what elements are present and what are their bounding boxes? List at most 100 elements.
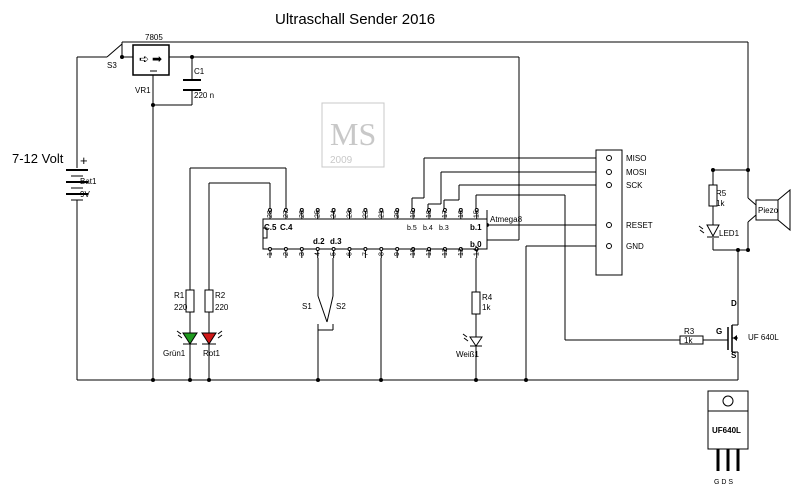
r5-value: 1k <box>716 199 725 208</box>
led-green-label: Grün1 <box>163 349 186 358</box>
chip-pin-pad <box>474 247 479 251</box>
watermark-letters: MS <box>330 116 376 152</box>
regulator-part: 7805 <box>145 33 163 42</box>
port-b0: b.0 <box>470 240 482 249</box>
chip-pin-pad <box>315 247 320 251</box>
ms-watermark: MS 2009 <box>321 102 385 168</box>
mosfet-part: UF 640L <box>748 333 779 342</box>
chip-pin-pad <box>283 208 288 212</box>
isp-pins <box>606 155 612 249</box>
battery-value: 9V <box>80 190 90 199</box>
port-b3: b.3 <box>439 225 449 232</box>
chip-pin-number: 23 <box>347 210 354 218</box>
chip-pin-pad <box>283 247 288 251</box>
svg-text:➪: ➪ <box>139 52 149 66</box>
isp-connector <box>595 149 623 276</box>
chip-pin-pad <box>379 208 384 212</box>
chip-pin-number: 9 <box>394 252 401 256</box>
r3-name: R3 <box>684 327 695 336</box>
regulator-name: VR1 <box>135 86 151 95</box>
chip-pin-pad <box>458 208 463 212</box>
chip-pin-pad <box>395 247 400 251</box>
chip-pin-pad <box>363 208 368 212</box>
chip-pin-number: 17 <box>442 210 449 218</box>
chip-pin-number: 22 <box>362 210 369 218</box>
battery-name: Bat1 <box>80 177 97 186</box>
chip-pin-number: 8 <box>378 252 385 256</box>
led-1 <box>698 224 720 238</box>
chip-pin-number: 16 <box>458 210 465 218</box>
port-b4: b.4 <box>423 225 433 232</box>
chip-pin-pad <box>474 208 479 212</box>
r2-name: R2 <box>215 291 226 300</box>
isp-reset: RESET <box>626 221 653 230</box>
chip-pin-number: 24 <box>331 210 338 218</box>
r3-value: 1k <box>684 336 693 345</box>
chip-pin-number: 4 <box>315 252 322 256</box>
chip-pin-pad <box>427 247 431 251</box>
piezo-label: Piezo <box>758 206 779 215</box>
port-c4: C.4 <box>280 223 293 232</box>
resistor-r1 <box>185 289 195 313</box>
led-red-label: Rot1 <box>203 349 220 358</box>
mosfet-symbol <box>727 324 738 353</box>
chip-pin-pad <box>411 208 416 212</box>
chip-pin-pad <box>363 247 368 251</box>
junction-dots <box>120 55 750 382</box>
chip-pin-number: 21 <box>378 210 385 218</box>
resistor-r4 <box>471 291 481 315</box>
switch-s3-label: S3 <box>107 61 117 70</box>
chip-pin-number: 18 <box>426 210 433 218</box>
port-c5: C.5 <box>264 223 277 232</box>
chip-pin-number: 25 <box>315 210 322 218</box>
chip-pin-number: 11 <box>426 249 433 256</box>
watermark-year: 2009 <box>330 155 353 166</box>
chip-pin-pad <box>331 247 336 251</box>
resistor-r2 <box>204 289 214 313</box>
r1-value: 220 <box>174 303 188 312</box>
led-white-label: Weiß1 <box>456 350 480 359</box>
isp-sck: SCK <box>626 181 643 190</box>
capacitor-name: C1 <box>194 67 205 76</box>
chip-pin-number: 20 <box>394 210 401 218</box>
capacitor-value: 220 n <box>194 91 214 100</box>
chip-pin-number: 10 <box>410 248 417 256</box>
r1-name: R1 <box>174 291 185 300</box>
mosfet-drain-label: D <box>731 299 737 308</box>
chip-pin-number: 14 <box>474 248 481 256</box>
mosfet-source-label: S <box>731 351 737 360</box>
led-green <box>176 330 198 345</box>
led1-label: LED1 <box>719 229 740 238</box>
chip-pin-number: 6 <box>347 252 354 256</box>
r2-value: 220 <box>215 303 229 312</box>
resistor-r3 <box>679 335 704 345</box>
chip-pin-pad <box>411 247 416 251</box>
chip-pin-pad <box>395 208 400 212</box>
chip-pin-pad <box>442 247 447 251</box>
chip-pin-number: 28 <box>267 210 274 218</box>
chip-pin-number: 26 <box>299 210 306 218</box>
chip-pin-number: 12 <box>442 248 449 256</box>
r4-name: R4 <box>482 293 493 302</box>
mcu-name: Atmega8 <box>490 215 523 224</box>
chip-pin-number: 7 <box>362 252 369 256</box>
chip-pin-number: 15 <box>474 210 481 218</box>
chip-pin-pad <box>427 208 431 212</box>
chip-pin-number: 27 <box>283 210 290 218</box>
svg-text:➡: ➡ <box>152 52 162 66</box>
r4-value: 1k <box>482 303 491 312</box>
wires <box>76 41 749 381</box>
port-d2: d.2 <box>313 237 325 246</box>
chip-pin-number: 2 <box>283 252 290 256</box>
chip-pin-pad <box>268 247 272 251</box>
switch-s1-label: S1 <box>302 302 312 311</box>
chip-pin-pad <box>347 208 352 212</box>
package-pins: G D S <box>714 479 733 486</box>
chip-pin-pad <box>299 208 304 212</box>
supply-voltage-label: 7-12 Volt <box>12 151 64 166</box>
chip-pin-pad <box>347 247 352 251</box>
chip-pin-pad <box>299 247 304 251</box>
schematic-title: Ultraschall Sender 2016 <box>275 11 435 28</box>
